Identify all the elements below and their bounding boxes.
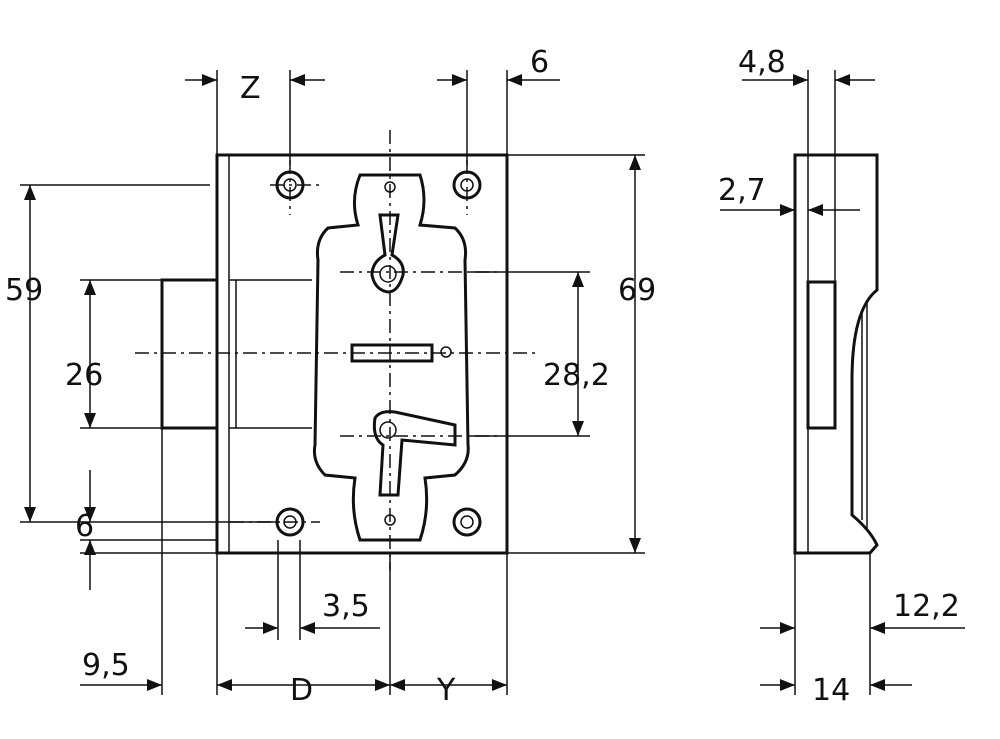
dim-59: 59 — [5, 273, 43, 308]
dim-d: D — [290, 673, 313, 708]
bolt — [160, 278, 219, 430]
dim-9-5: 9,5 — [82, 648, 130, 683]
dim-3-5: 3,5 — [322, 589, 370, 624]
keyhole-plate — [313, 173, 470, 542]
dim-6-bottom: 6 — [75, 509, 94, 544]
dim-12-2: 12,2 — [893, 589, 960, 624]
dim-2-7: 2,7 — [718, 173, 766, 208]
dim-14: 14 — [812, 673, 850, 708]
dim-69: 69 — [618, 273, 656, 308]
dimension-labels: Z 6 4,8 2,7 59 26 69 28,2 6 9,5 3,5 D Y … — [5, 45, 960, 708]
front-view — [135, 130, 540, 570]
dim-4-8: 4,8 — [738, 45, 786, 80]
dim-y: Y — [436, 673, 456, 708]
dimension-lines — [20, 70, 965, 695]
side-view — [793, 153, 879, 555]
dim-6-top: 6 — [530, 45, 549, 80]
dim-28-2: 28,2 — [543, 358, 610, 393]
lock-body — [215, 153, 509, 555]
dim-z: Z — [240, 71, 261, 106]
dim-26: 26 — [65, 358, 103, 393]
